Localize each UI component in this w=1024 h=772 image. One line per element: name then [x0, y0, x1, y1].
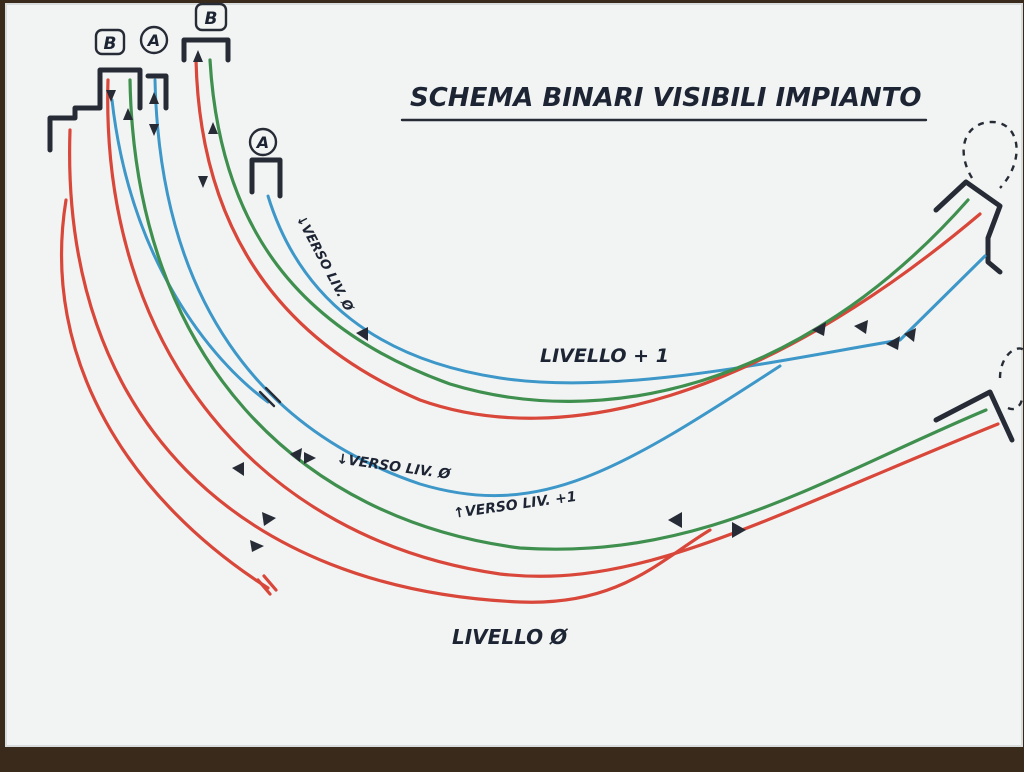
- marker-b-left: B: [94, 28, 126, 56]
- track-level1-blue: [266, 194, 987, 385]
- track-blue-deadend: [110, 98, 270, 404]
- track-level0-red-outer: [68, 128, 712, 604]
- right-station-lower: [933, 347, 1024, 443]
- paper-sheet: [6, 4, 1022, 746]
- loop-dashed-lower: [998, 347, 1024, 379]
- arrow-right-icon: [886, 336, 900, 350]
- arrow-up-icon: [149, 92, 159, 104]
- svg-text:A: A: [146, 31, 160, 50]
- arrow-down-icon: [149, 124, 159, 136]
- marker-a-inner: A: [248, 127, 278, 157]
- arrow-right-icon: [262, 512, 276, 526]
- station-outline-top: [181, 37, 231, 63]
- label-level-plus-1: LIVELLO + 1: [540, 345, 669, 367]
- marker-b-top: B: [194, 2, 228, 32]
- arrow-left-icon: [668, 512, 682, 528]
- buffer-stop-blue: [258, 386, 282, 408]
- direction-arrows: [106, 50, 916, 552]
- arrow-right-icon: [904, 328, 916, 342]
- arrow-right-icon: [854, 320, 868, 334]
- station-outline-a: [145, 73, 169, 111]
- arrow-down-icon: [106, 90, 116, 102]
- track-red-deadend: [59, 198, 270, 590]
- track-level0-green: [128, 78, 988, 551]
- arrow-right-icon: [732, 522, 746, 538]
- arrow-right-icon: [812, 322, 826, 336]
- arrow-left-icon: [290, 448, 302, 462]
- buffer-stop-red: [256, 574, 278, 596]
- left-station: [47, 37, 283, 199]
- loop-dashed-upper: [962, 120, 1018, 189]
- label-level-0: LIVELLO Ø: [452, 625, 568, 649]
- arrow-up-icon: [208, 122, 218, 134]
- arrow-down-icon: [198, 176, 208, 188]
- svg-text:A: A: [255, 133, 269, 152]
- diagram-title: SCHEMA BINARI VISIBILI IMPIANTO: [410, 83, 921, 113]
- station-outline-right-upper: [933, 179, 1003, 275]
- arrow-right-icon: [250, 540, 264, 552]
- station-outline-inner: [249, 157, 283, 199]
- station-outline-left: [47, 67, 143, 153]
- right-station-upper: [933, 120, 1018, 275]
- station-outline-right-lower: [933, 389, 1015, 443]
- arrow-up-icon: [123, 108, 133, 120]
- arrow-right-icon: [304, 452, 316, 464]
- track-level0-red-main: [106, 78, 1000, 578]
- arrow-left-icon: [232, 462, 244, 476]
- svg-text:B: B: [205, 9, 218, 29]
- svg-text:B: B: [104, 34, 117, 54]
- arrow-left-icon: [356, 327, 368, 341]
- track-level1-green: [208, 58, 970, 403]
- arrow-up-icon: [193, 50, 203, 62]
- track-link-blue-up: [153, 78, 782, 498]
- marker-a-left: A: [139, 25, 169, 55]
